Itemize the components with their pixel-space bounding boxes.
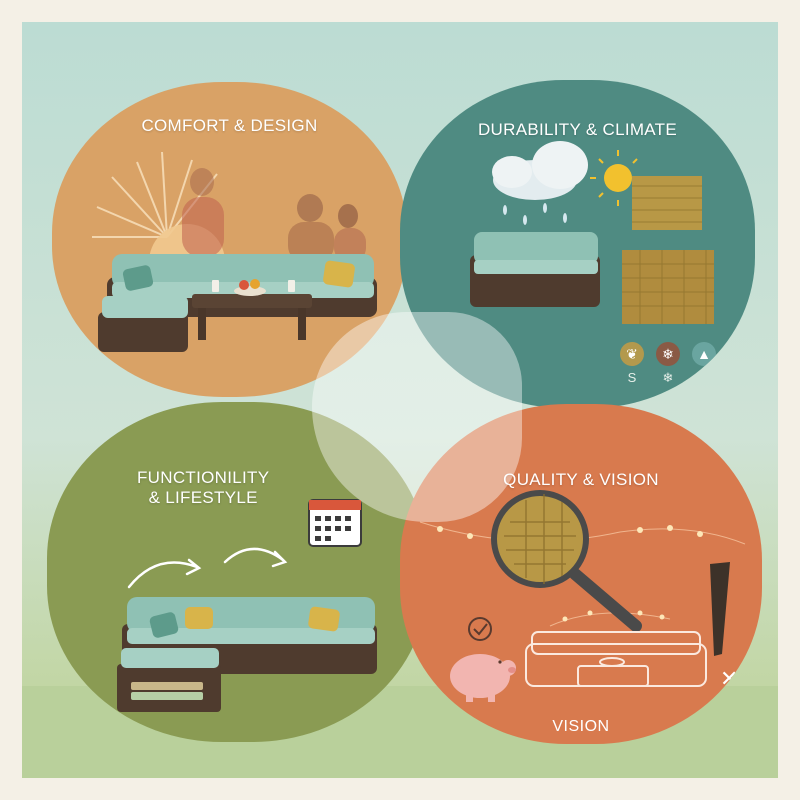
leaf-icon: ❦ [620,342,644,366]
functionality-scene [117,499,377,712]
magnifying-glass-icon [491,490,642,632]
panel-quality-vision: QUALITY & VISION [400,404,762,744]
small-glyph-3: ❄ [698,370,710,385]
vision-label: VISION [552,718,610,735]
panel-comfort-design: COMFORT & DESIGN [52,82,407,397]
weather-icons-row: ❦ ❄ ▲ [620,342,716,366]
calendar-icon [308,499,362,547]
wicker-swatch-icon [622,176,714,324]
blurred-people-icon [182,168,366,262]
weather-small-row: S ❄ ❄ [620,370,716,386]
wicker-leg-icon [710,562,730,656]
snowflake-icon: ❄ [656,342,680,366]
loveseat-icon [470,232,600,307]
durability-scene [470,141,714,324]
small-glyph-2: ❄ [662,370,674,385]
comfort-scene [92,151,377,352]
coffee-table-icon [192,279,312,340]
infographic-frame: COMFORT & DESIGN [22,22,778,778]
sun-icon [590,150,646,206]
small-glyph-1: S [627,370,637,385]
panel-functionality-lifestyle: FUNCTIONILITY & LIFESTYLE [47,402,427,742]
panel-title-functionality: FUNCTIONILITY & LIFESTYLE [137,468,269,508]
panel-title-quality: QUALITY & VISION [503,470,659,489]
title-line-2: & LIFESTYLE [148,488,258,507]
center-overlay-bubble [312,312,522,522]
rain-cloud-icon [492,141,588,200]
arrow-icons [127,547,288,589]
title-line-1: FUNCTIONILITY [137,468,270,487]
vision-sofa-outline [525,631,707,687]
panel-durability-climate: DURABILITY & CLIMATE [400,80,755,408]
panel-title-comfort: COMFORT & DESIGN [141,116,318,135]
quality-scene [419,490,746,702]
tree-icon: ▲ [692,342,716,366]
storage-sectional-icon [117,597,377,712]
piggy-bank-icon [450,654,516,702]
check-circle-icon [468,617,492,641]
panel-title-durability: DURABILITY & CLIMATE [477,120,678,139]
close-x-icon: ✕ [720,666,739,691]
